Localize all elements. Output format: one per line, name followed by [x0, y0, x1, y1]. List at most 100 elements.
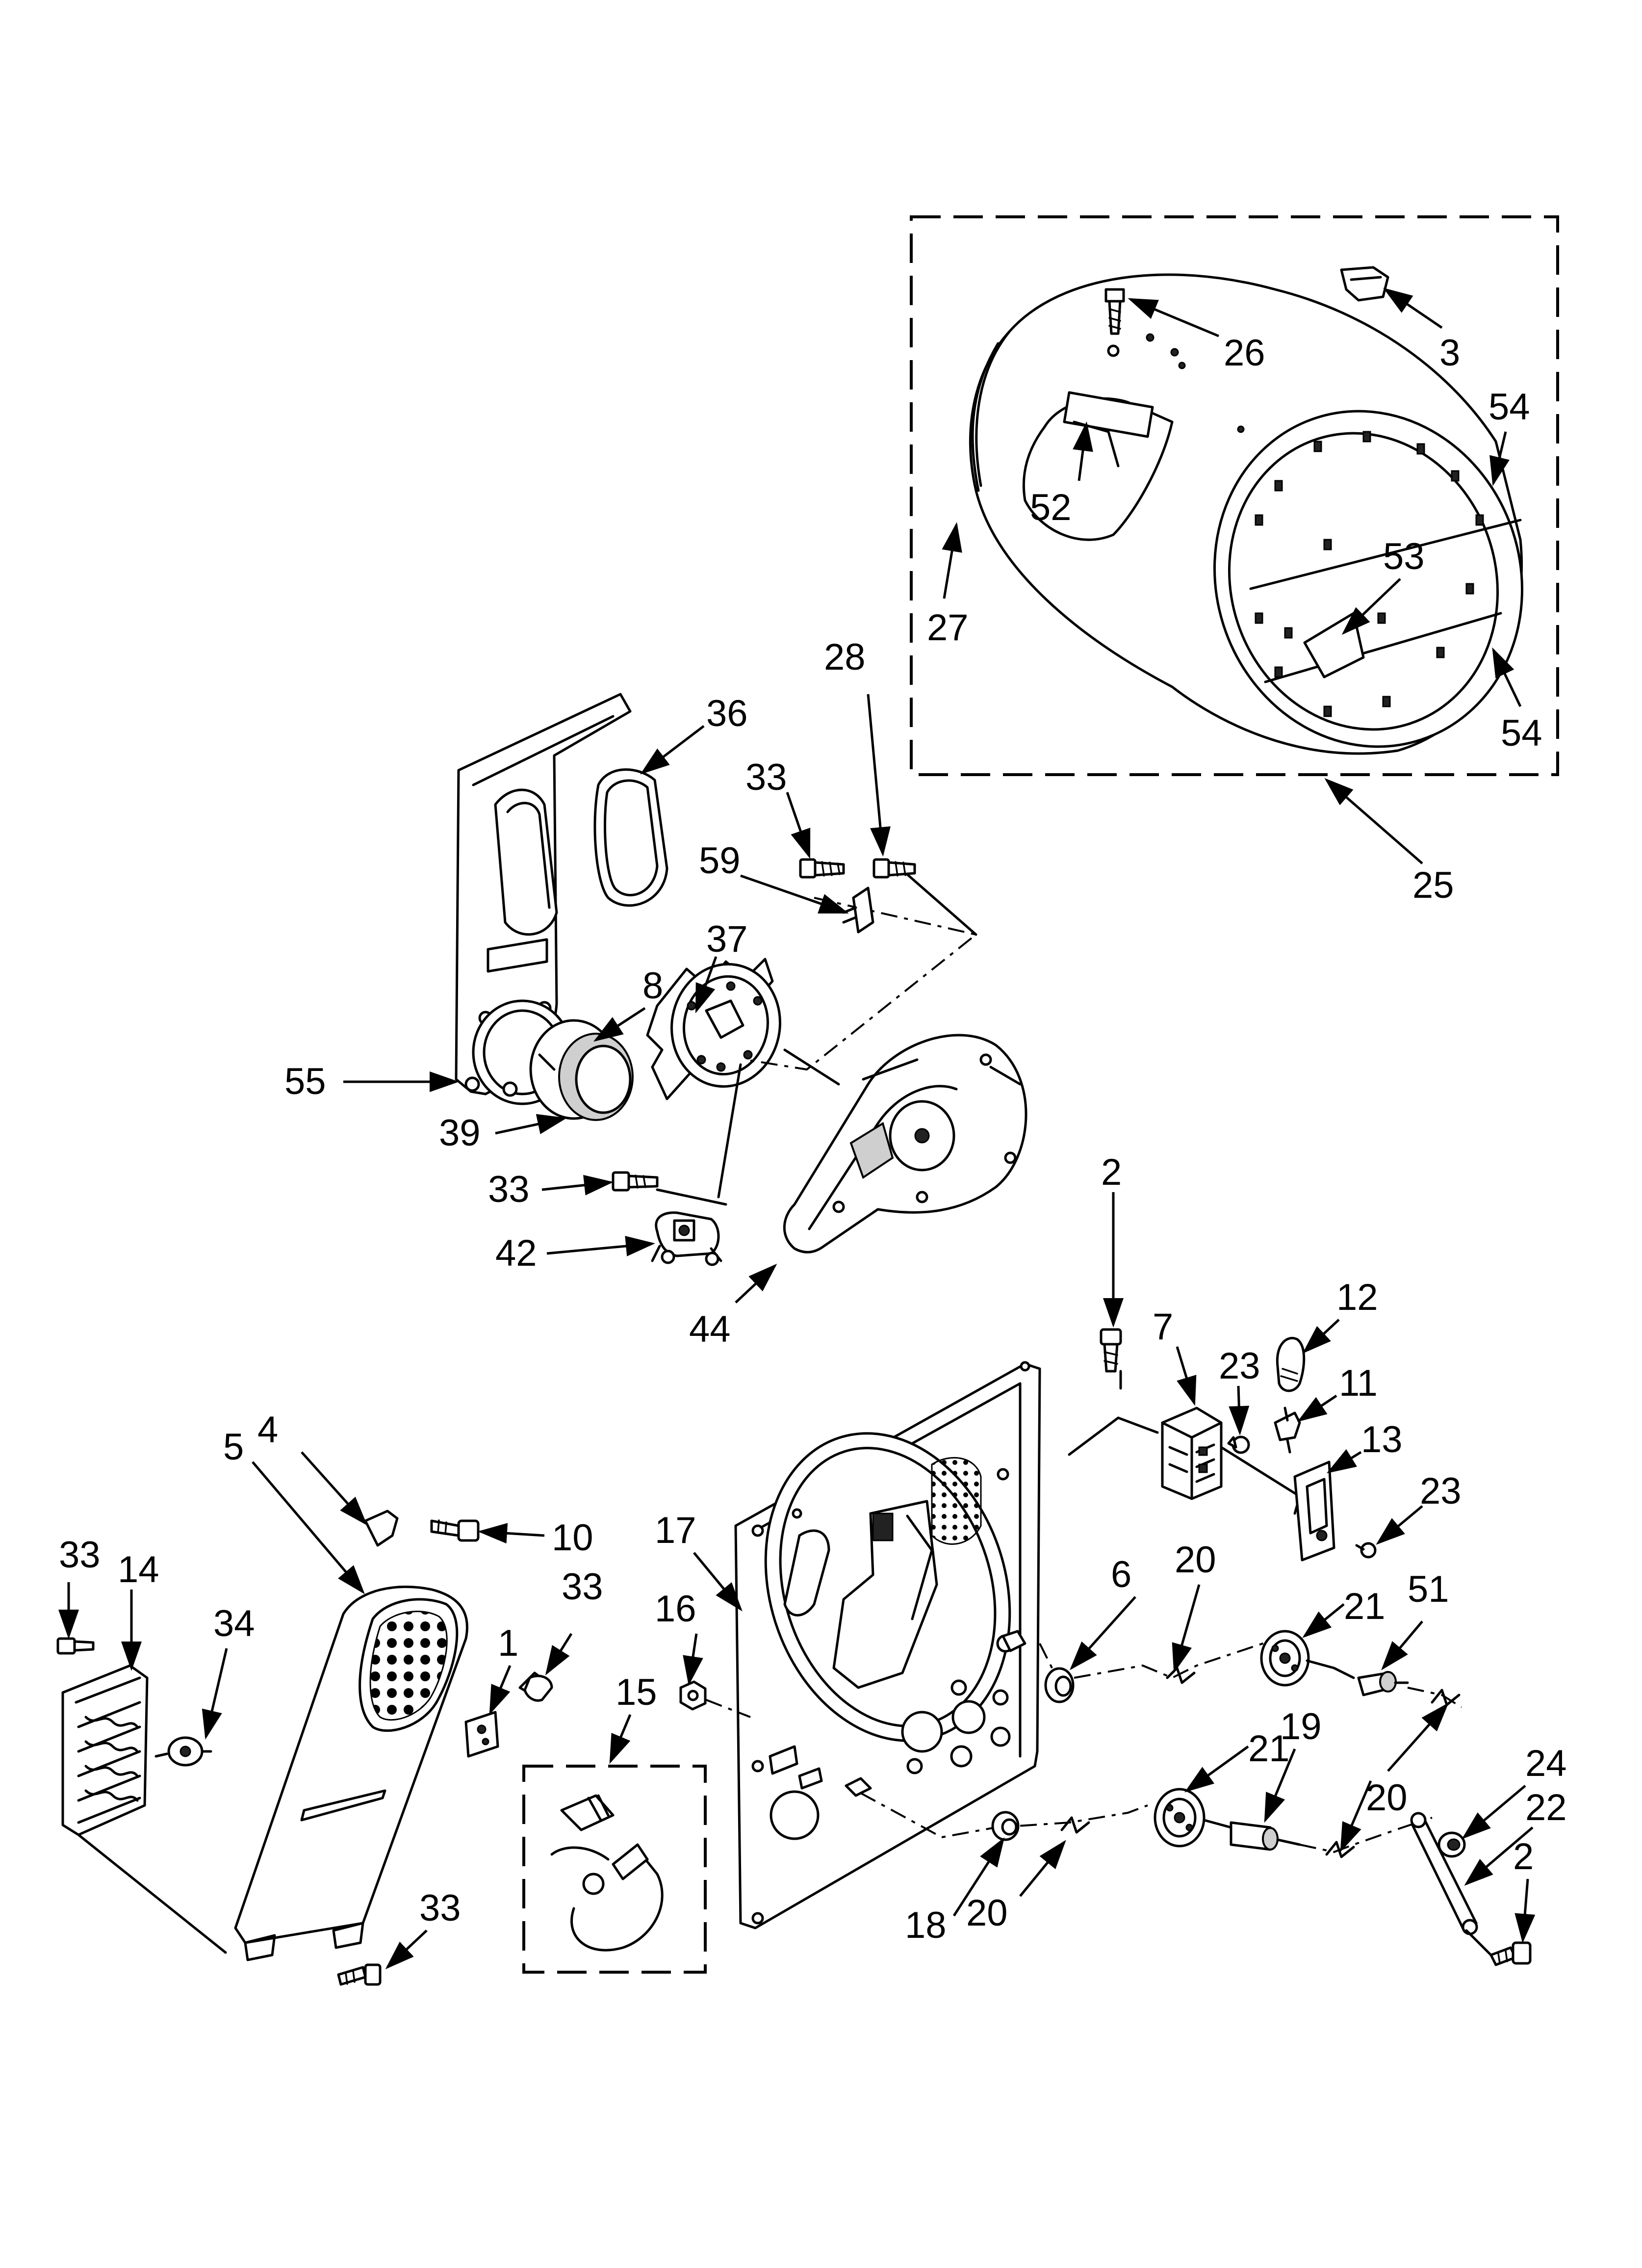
heater-duct-foot	[332, 1922, 364, 1949]
leader-3	[1383, 287, 1443, 329]
callout-16: 16	[655, 1588, 696, 1630]
leader-26	[1128, 298, 1219, 338]
leader-27	[942, 522, 962, 599]
front-bulkhead-port	[950, 1745, 973, 1768]
callout-11: 11	[1339, 1362, 1378, 1404]
callout-37: 37	[706, 918, 748, 960]
heater-screw	[56, 1637, 95, 1655]
bulkhead-louver	[487, 938, 548, 973]
callout-53: 53	[1383, 536, 1425, 577]
bearing-pin	[538, 1053, 556, 1071]
drum-seal-split	[1249, 519, 1522, 590]
leader-18	[952, 1837, 1005, 1917]
bracket	[364, 1510, 399, 1547]
leader-33a	[786, 792, 811, 859]
callout-42: 42	[495, 1232, 537, 1274]
idler-arm	[1410, 1812, 1478, 1935]
callout-8: 8	[642, 965, 663, 1007]
bracket-screw-23	[1355, 1542, 1377, 1559]
callout-10: 10	[552, 1517, 593, 1559]
callout-20-right: 20	[1366, 1777, 1408, 1819]
callout-13: 13	[1361, 1419, 1403, 1460]
callout-labels: 26 3 54 54 52 53 27 25 28 33 59 36 37 8 …	[59, 332, 1567, 1946]
leader-54b	[1492, 647, 1522, 707]
leader-13	[1326, 1449, 1362, 1474]
callout-2-bottom: 2	[1513, 1836, 1534, 1877]
front-bulkhead-oval	[783, 1529, 830, 1616]
leader-37	[695, 956, 718, 1014]
callout-59: 59	[699, 840, 741, 882]
bulkhead-hole	[502, 1081, 518, 1097]
drum-seal-tabs	[1255, 431, 1484, 717]
front-bulkhead-port	[992, 1689, 1009, 1706]
drum-hole	[1237, 425, 1245, 433]
drive-pulley	[1154, 1788, 1206, 1848]
callout-7: 7	[1153, 1306, 1173, 1348]
leader-10	[478, 1523, 545, 1544]
callout-44: 44	[689, 1308, 731, 1350]
leader-21b	[1184, 1745, 1249, 1793]
heater-leader	[77, 1833, 227, 1954]
thermal-cutoff	[464, 1711, 499, 1758]
callout-51: 51	[1408, 1568, 1449, 1610]
callout-20-upper: 20	[1175, 1539, 1216, 1581]
callout-23-upper: 23	[1219, 1345, 1260, 1387]
heater-fuse	[154, 1736, 212, 1767]
front-bulkhead-hole	[751, 1524, 764, 1537]
blower-screw	[799, 858, 845, 879]
callout-14: 14	[118, 1549, 159, 1590]
idler-pulley	[1260, 1630, 1310, 1687]
callout-21-lower: 21	[1248, 1728, 1290, 1770]
callout-25: 25	[1412, 864, 1454, 906]
callout-33-duct: 33	[419, 1887, 461, 1929]
leader-52	[1073, 421, 1093, 481]
front-bulkhead-port	[951, 1700, 986, 1734]
drum-seal-split-lower	[1264, 612, 1502, 683]
leader-19	[1264, 1748, 1296, 1823]
lint-duct-edge	[906, 1514, 933, 1620]
leader-7	[1176, 1346, 1197, 1406]
leader-11	[1297, 1394, 1337, 1422]
leader-22	[1464, 1826, 1534, 1886]
retainer-clip	[1166, 1667, 1196, 1684]
wire-kit-boundary	[522, 1765, 707, 1974]
bulkhead-duct-inner	[506, 802, 551, 909]
retainer-clip	[1325, 1841, 1355, 1858]
leader-20a	[1172, 1584, 1201, 1673]
front-bulkhead-hole	[792, 1508, 802, 1519]
terminal-screw	[1227, 1435, 1250, 1454]
front-bulkhead	[734, 1361, 1041, 1929]
switch	[1274, 1407, 1301, 1454]
leader-20c	[1340, 1780, 1372, 1852]
callout-26: 26	[1224, 332, 1265, 374]
drum-front-seal-inner	[1228, 432, 1499, 731]
heater-box-top	[75, 1676, 141, 1704]
blower-wheel	[646, 958, 781, 1100]
callout-15: 15	[616, 1671, 657, 1713]
blower-harness	[656, 864, 977, 1206]
lint-switch	[872, 1512, 894, 1541]
callout-24: 24	[1525, 1743, 1567, 1784]
heater-coil-wave	[84, 1716, 139, 1728]
leader-20d	[1019, 1840, 1066, 1897]
leader-44	[735, 1263, 777, 1303]
leader-28	[867, 694, 891, 857]
leader-33b	[541, 1174, 614, 1196]
leader-23b	[1376, 1505, 1423, 1545]
leader-34	[202, 1648, 228, 1740]
callout-54-lower: 54	[1501, 712, 1542, 754]
terminal-block	[1161, 1407, 1223, 1500]
drum-hole	[1178, 362, 1186, 369]
leader-25	[1324, 778, 1423, 864]
callout-12: 12	[1336, 1277, 1378, 1318]
front-bulkhead-hole	[751, 1912, 764, 1925]
leader-42	[546, 1236, 655, 1256]
callout-33-blower: 33	[745, 756, 787, 798]
bulkhead-top-edge	[472, 715, 615, 786]
retainer-clip	[1431, 1689, 1461, 1706]
control-harness	[1068, 1370, 1159, 1456]
front-bulkhead-tab	[769, 1745, 798, 1775]
leader-8	[593, 1007, 646, 1042]
